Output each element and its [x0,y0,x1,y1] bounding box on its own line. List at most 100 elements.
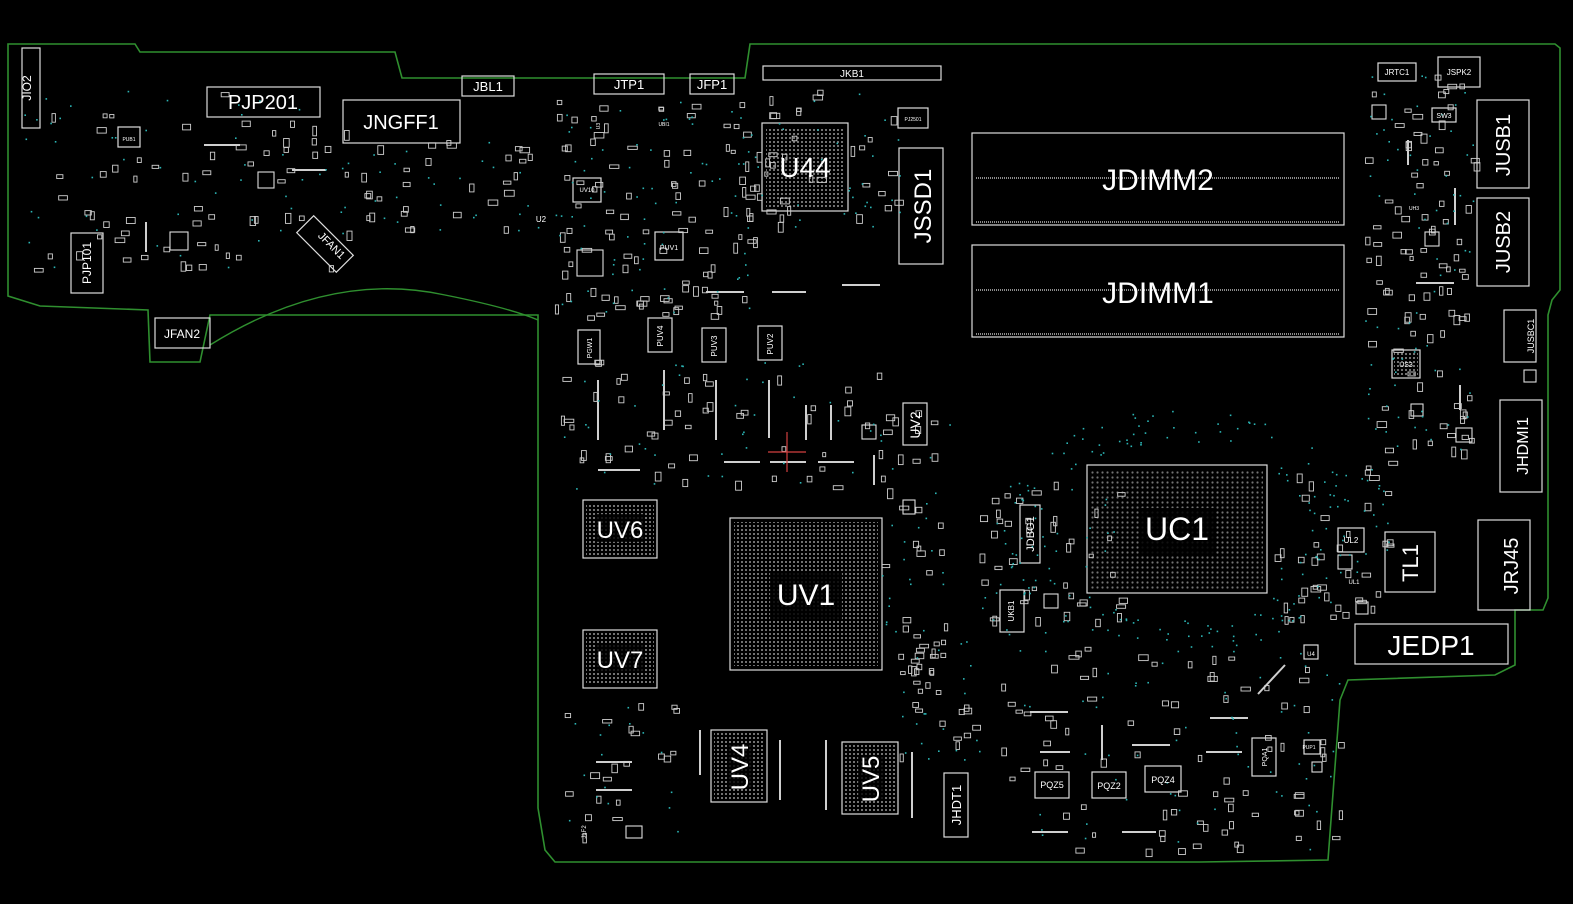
smd-part [832,485,844,491]
via [1308,502,1310,504]
via [881,575,884,577]
label-jbl1: JBL1 [473,79,503,94]
via [668,807,671,809]
smd-part [935,690,942,695]
via [568,819,571,822]
via [607,802,610,805]
via [897,139,900,141]
smd-part [675,192,681,200]
smd-part [263,150,270,156]
via [1014,502,1017,504]
via [903,558,905,561]
label-us3: US3 [1399,362,1413,369]
trace-segment [1257,664,1286,695]
smd-part [915,506,923,514]
smd-part [1043,759,1049,767]
via [711,180,714,182]
smd-part [1447,433,1456,439]
via [559,234,561,237]
via [1414,426,1416,429]
smd-part [136,157,142,163]
label-pqa1: PQA1 [1262,748,1269,767]
via [938,750,940,752]
smd-part [807,414,812,425]
smd-part [742,296,748,304]
smd-part [1251,812,1259,817]
uv5-label-bg [858,757,884,801]
via [721,453,723,455]
label-jrj45: JRJ45 [1501,538,1523,595]
via [1026,484,1029,487]
smd-part [880,475,886,483]
via [1331,699,1334,701]
smd-part [735,480,742,491]
via [1378,485,1381,487]
via [1178,809,1181,812]
smd-part [114,237,126,244]
via [665,118,668,121]
via [663,288,666,290]
smd-part [684,424,692,430]
via [1029,705,1031,708]
smd-part [624,445,633,453]
via [681,365,683,367]
smd-part [672,211,682,216]
via [342,232,344,235]
smd-part [892,417,899,427]
via [869,430,872,432]
via [1022,579,1025,581]
via [609,453,612,455]
smd-part [859,145,866,151]
smd-part [844,406,852,417]
smd-part [1376,280,1383,285]
pjp201-outline [206,86,321,118]
via [1198,441,1200,443]
smd-part [1075,650,1082,658]
via [744,252,746,255]
smd-part [1330,614,1337,620]
via [1330,601,1332,604]
via [995,592,998,594]
via [1378,195,1381,197]
smd-part [1053,481,1059,491]
smd-part [808,175,814,183]
label-pup1: PUP1 [1302,745,1315,751]
smd-part [756,193,763,201]
smd-part [585,814,592,822]
via [1281,578,1283,581]
pgw1-outline [577,329,601,365]
smd-part [1224,797,1235,803]
smd-part [186,264,193,271]
via [716,290,719,293]
label-pub1: PUB1 [122,137,135,143]
smd-part [1087,696,1098,702]
via [1214,808,1216,811]
smd-part [1439,423,1448,430]
smd-part [1383,289,1393,296]
ukb1-outline [999,589,1025,633]
smd-part [503,226,509,234]
via [979,750,981,753]
via [888,605,890,607]
smd-part [912,458,921,464]
smd-part [1320,739,1327,746]
smd-part [1303,706,1310,714]
ic-package [257,171,275,189]
via [396,221,399,223]
smd-part [564,175,571,181]
via [347,162,350,165]
smd-part [561,145,568,152]
via [1147,681,1149,684]
smd-part [698,180,706,187]
jfp1-outline [689,73,735,95]
via [745,447,748,449]
smd-part [298,215,305,222]
smd-part [899,753,904,763]
via [935,492,937,495]
smd-part [1393,348,1404,353]
smd-part [1092,832,1097,838]
smd-part [1020,600,1029,605]
pub1-outline [117,126,141,148]
smd-part [1453,403,1462,409]
smd-part [1427,334,1434,344]
